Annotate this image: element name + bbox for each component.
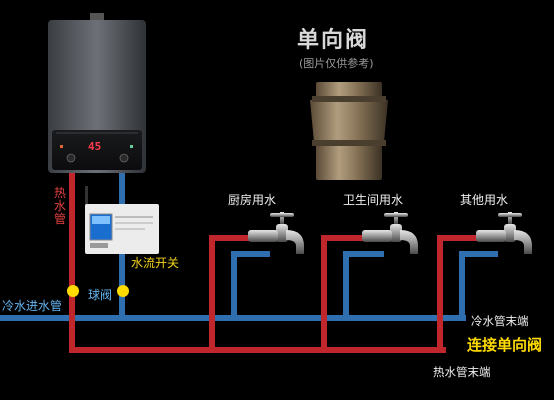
cold-riser-1 xyxy=(231,251,270,318)
page-title: 单向阀 xyxy=(297,28,370,53)
hot-riser-1 xyxy=(209,235,258,350)
heater-knob-left xyxy=(66,153,76,163)
hot-riser-3 xyxy=(437,235,486,350)
flow-controller xyxy=(85,186,159,254)
heater-top-vent xyxy=(90,13,104,22)
heater-display-value: 45 xyxy=(88,140,102,153)
hot-pipe-label: 热水管 xyxy=(54,186,67,226)
ball-valve-cold xyxy=(117,285,129,297)
flow-switch-label: 水流开关 xyxy=(131,256,180,270)
antenna xyxy=(85,186,88,208)
tap-kitchen xyxy=(248,212,304,254)
water-heater xyxy=(48,13,146,173)
check-valve-image xyxy=(310,82,388,180)
hot-end-label: 热水管末端 xyxy=(433,365,491,379)
tap-label-bathroom: 卫生间用水 xyxy=(343,193,404,207)
cold-end-label: 冷水管末端 xyxy=(471,314,529,328)
page-subtitle: (图片仅供参考) xyxy=(299,57,374,70)
tap-other xyxy=(476,212,532,254)
connect-check-valve-label: 连接单向阀 xyxy=(467,336,543,354)
tap-label-other: 其他用水 xyxy=(460,193,509,207)
hot-riser-2 xyxy=(321,235,372,350)
cold-riser-2 xyxy=(343,251,384,318)
cold-inlet-label: 冷水进水管 xyxy=(2,299,63,313)
ball-valve-hot xyxy=(67,285,79,297)
heater-knob-right xyxy=(119,153,129,163)
tap-label-kitchen: 厨房用水 xyxy=(228,193,277,207)
tap-bathroom xyxy=(362,212,418,254)
hot-pipes xyxy=(69,172,486,353)
ball-valve-label: 球阀 xyxy=(88,288,113,302)
cold-riser-3 xyxy=(459,251,498,318)
